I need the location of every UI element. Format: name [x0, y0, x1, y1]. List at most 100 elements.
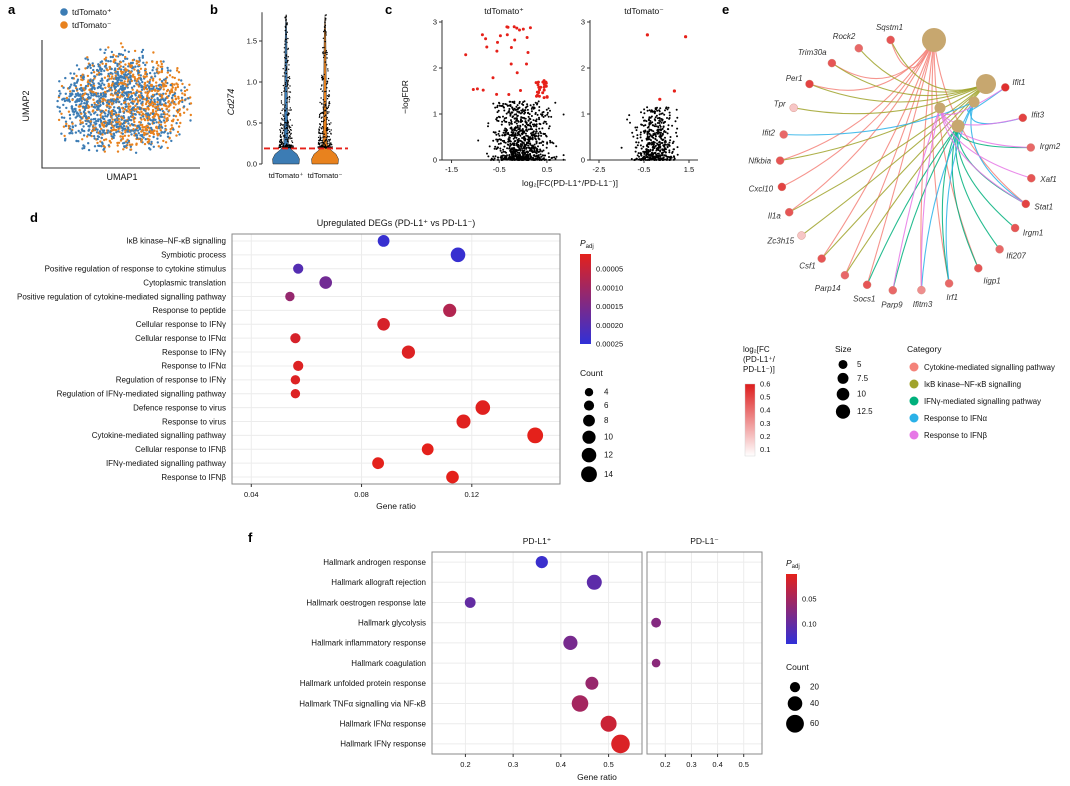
svg-text:tdTomato⁻: tdTomato⁻ — [624, 6, 663, 16]
svg-text:Hallmark glycolysis: Hallmark glycolysis — [358, 619, 426, 628]
panel-d-go-dotplot: Upregulated DEGs (PD-L1⁺ vs PD-L1⁻)IκB k… — [17, 218, 623, 511]
svg-text:tdTomato⁺: tdTomato⁺ — [269, 171, 304, 180]
svg-text:Nfkbia: Nfkbia — [748, 156, 771, 165]
svg-text:Count: Count — [580, 368, 603, 378]
svg-text:Parp9: Parp9 — [881, 300, 903, 309]
svg-text:0.00015: 0.00015 — [596, 302, 623, 311]
svg-text:Hallmark inflammatory response: Hallmark inflammatory response — [311, 639, 426, 648]
svg-text:PD-L1⁺: PD-L1⁺ — [523, 536, 552, 546]
panel-d-label: d — [30, 210, 38, 225]
panel-c-label: c — [385, 2, 393, 17]
svg-text:tdTomato⁻: tdTomato⁻ — [308, 171, 343, 180]
svg-text:Csf1: Csf1 — [799, 261, 815, 270]
panel-e-legends: log₂[FC(PD-L1⁺/PD-L1⁻)]0.60.50.40.30.20.… — [743, 344, 1055, 457]
svg-text:Ifit3: Ifit3 — [1031, 110, 1044, 119]
svg-text:1.5: 1.5 — [247, 37, 257, 46]
svg-text:Padj: Padj — [580, 238, 594, 250]
svg-text:Regulation of response to IFNγ: Regulation of response to IFNγ — [116, 376, 226, 385]
svg-text:Gene ratio: Gene ratio — [376, 501, 416, 511]
svg-text:40: 40 — [810, 699, 819, 708]
svg-text:Response to IFNα: Response to IFNα — [924, 414, 988, 423]
panel-e-label: e — [722, 2, 730, 17]
svg-text:log₂[FC(PD-L1⁺/PD-L1⁻)]: log₂[FC(PD-L1⁺/PD-L1⁻)] — [522, 178, 618, 188]
svg-text:Rock2: Rock2 — [833, 32, 856, 41]
svg-text:0: 0 — [581, 156, 585, 165]
svg-text:0.00025: 0.00025 — [596, 340, 623, 349]
svg-text:Hallmark IFNα response: Hallmark IFNα response — [340, 720, 427, 729]
svg-text:tdTomato⁺: tdTomato⁺ — [72, 7, 111, 17]
svg-text:0.08: 0.08 — [354, 490, 369, 499]
svg-text:Il1a: Il1a — [768, 212, 781, 221]
svg-text:Cellular response to IFNα: Cellular response to IFNα — [135, 334, 226, 343]
svg-text:Hallmark IFNγ response: Hallmark IFNγ response — [340, 740, 426, 749]
svg-text:Ifi207: Ifi207 — [1006, 251, 1026, 260]
svg-text:Ifit1: Ifit1 — [1012, 78, 1025, 87]
svg-text:0.5: 0.5 — [760, 393, 770, 402]
svg-text:1: 1 — [433, 110, 437, 119]
svg-text:0.00010: 0.00010 — [596, 283, 623, 292]
svg-text:IFNγ-mediated signalling pathw: IFNγ-mediated signalling pathway — [924, 397, 1041, 406]
svg-text:0.00020: 0.00020 — [596, 321, 623, 330]
svg-text:Padj: Padj — [786, 558, 800, 570]
svg-text:0.2: 0.2 — [460, 760, 470, 769]
svg-text:−logFDR: −logFDR — [400, 80, 410, 114]
svg-text:Per1: Per1 — [786, 74, 803, 83]
svg-text:3: 3 — [581, 18, 585, 27]
svg-text:PD-L1⁻: PD-L1⁻ — [690, 536, 719, 546]
svg-text:Parp14: Parp14 — [815, 284, 841, 293]
svg-text:7.5: 7.5 — [857, 374, 869, 383]
svg-text:Response to IFNγ: Response to IFNγ — [162, 348, 226, 357]
svg-text:Hallmark TNFα signalling via N: Hallmark TNFα signalling via NF-κB — [299, 699, 426, 708]
svg-text:0.4: 0.4 — [556, 760, 566, 769]
svg-text:Positive regulation of respons: Positive regulation of response to cytok… — [45, 265, 226, 274]
svg-text:Positive regulation of cytokin: Positive regulation of cytokine-mediated… — [17, 292, 226, 301]
svg-text:0.4: 0.4 — [712, 760, 722, 769]
svg-text:20: 20 — [810, 683, 819, 692]
svg-text:5: 5 — [857, 360, 862, 369]
svg-text:Hallmark unfolded protein resp: Hallmark unfolded protein response — [300, 679, 427, 688]
svg-text:0.5: 0.5 — [738, 760, 748, 769]
panel-f-label: f — [248, 530, 253, 545]
svg-text:Xaf1: Xaf1 — [1039, 175, 1056, 184]
svg-text:0.12: 0.12 — [464, 490, 479, 499]
svg-text:Category: Category — [907, 344, 942, 354]
svg-text:2: 2 — [581, 64, 585, 73]
svg-text:0.04: 0.04 — [244, 490, 259, 499]
svg-text:Response to peptide: Response to peptide — [153, 306, 227, 315]
svg-text:0.10: 0.10 — [802, 620, 817, 629]
svg-text:10: 10 — [604, 433, 613, 442]
svg-text:Irgm1: Irgm1 — [1023, 229, 1043, 238]
panel-a-label: a — [8, 2, 16, 17]
svg-text:IκB kinase–NF-κB signalling: IκB kinase–NF-κB signalling — [126, 237, 226, 246]
svg-text:-0.5: -0.5 — [493, 165, 506, 174]
svg-text:Gene ratio: Gene ratio — [577, 772, 617, 782]
svg-text:Hallmark coagulation: Hallmark coagulation — [351, 659, 426, 668]
svg-text:-2.5: -2.5 — [593, 165, 606, 174]
svg-text:0.1: 0.1 — [760, 445, 770, 454]
svg-text:10: 10 — [857, 390, 866, 399]
svg-text:14: 14 — [604, 470, 613, 479]
svg-text:Irf1: Irf1 — [946, 293, 958, 302]
svg-text:12: 12 — [604, 451, 613, 460]
svg-text:Iigp1: Iigp1 — [983, 277, 1000, 286]
svg-text:Tpr: Tpr — [774, 100, 786, 109]
svg-text:Hallmark allograft rejection: Hallmark allograft rejection — [331, 578, 426, 587]
svg-text:60: 60 — [810, 719, 819, 728]
svg-text:0.5: 0.5 — [247, 119, 257, 128]
svg-text:Response to IFNβ: Response to IFNβ — [161, 473, 226, 482]
svg-text:Count: Count — [786, 662, 809, 672]
svg-text:Cd274: Cd274 — [226, 89, 236, 116]
svg-text:Ifitm3: Ifitm3 — [913, 300, 933, 309]
svg-text:1: 1 — [581, 110, 585, 119]
svg-text:Cytokine-mediated signalling p: Cytokine-mediated signalling pathway — [924, 363, 1055, 372]
svg-text:0.3: 0.3 — [760, 419, 770, 428]
svg-text:Size: Size — [835, 344, 852, 354]
svg-text:IκB kinase–NF-κB signalling: IκB kinase–NF-κB signalling — [924, 380, 1021, 389]
svg-text:Cellular response to IFNβ: Cellular response to IFNβ — [135, 445, 226, 454]
svg-text:0.0: 0.0 — [247, 160, 257, 169]
svg-text:-0.5: -0.5 — [638, 165, 651, 174]
svg-text:Cellular response to IFNγ: Cellular response to IFNγ — [136, 320, 226, 329]
